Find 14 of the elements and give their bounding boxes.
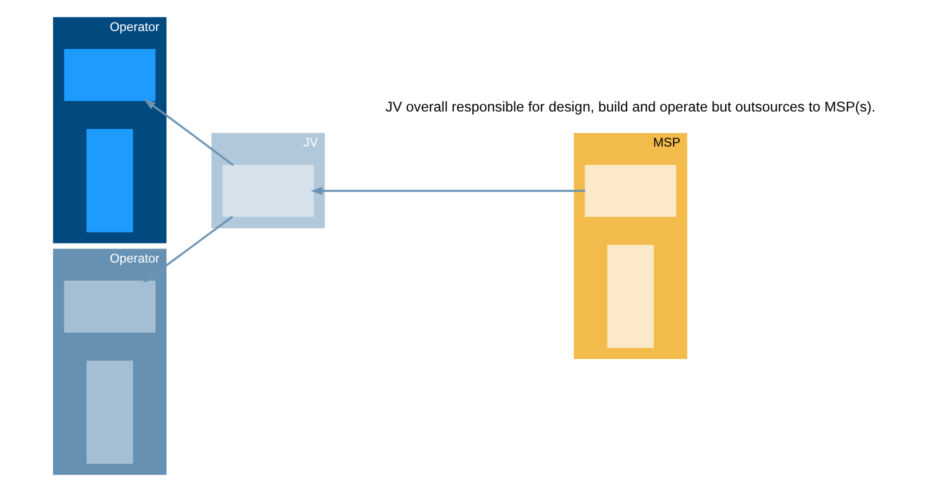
- node-box: [584, 164, 676, 217]
- arrow: [144, 98, 234, 166]
- cluster: MSP: [574, 132, 688, 360]
- label: JV overall responsible for design, build and operate but outsources to MSP(s).: [386, 100, 876, 116]
- node-bar: [607, 244, 654, 348]
- node-box: [64, 49, 156, 102]
- arrow: [142, 216, 234, 283]
- node-bar: [86, 129, 134, 232]
- arrow: [310, 186, 586, 195]
- node-box: [64, 280, 156, 333]
- cluster: Operator: [53, 17, 166, 244]
- node-box: [222, 164, 314, 217]
- node-bar: [86, 360, 134, 464]
- cluster: Operator: [53, 248, 166, 475]
